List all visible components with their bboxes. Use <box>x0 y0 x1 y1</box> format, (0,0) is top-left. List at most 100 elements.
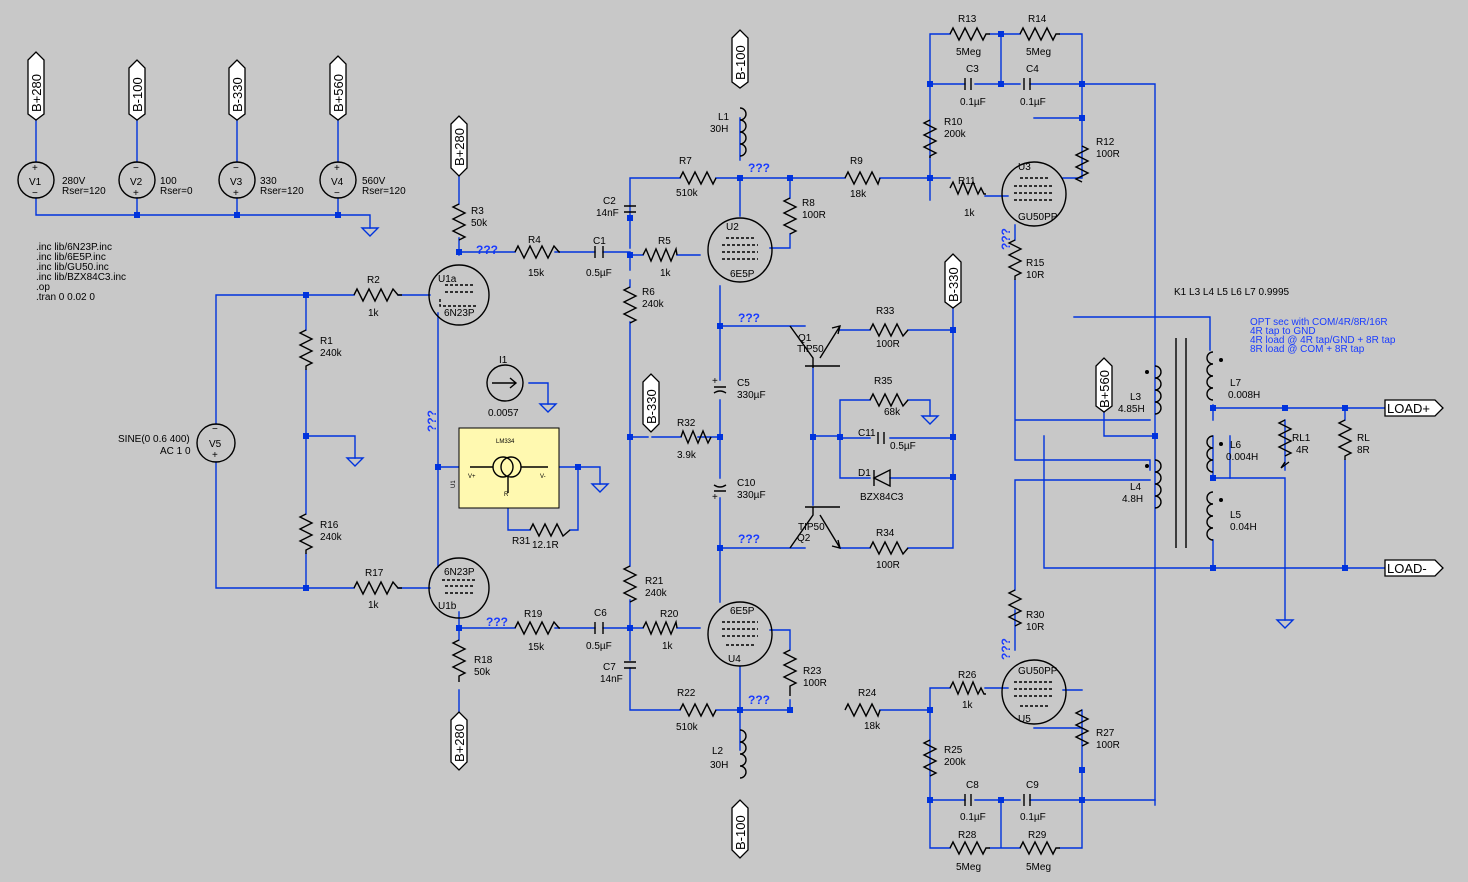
svg-text:5Meg: 5Meg <box>956 862 981 873</box>
svg-text:B-100: B-100 <box>130 77 145 112</box>
svg-text:L5: L5 <box>1230 510 1242 521</box>
svg-text:C8: C8 <box>966 780 979 791</box>
svg-text:200k: 200k <box>944 757 967 768</box>
svg-text:R16: R16 <box>320 520 339 531</box>
svg-text:50k: 50k <box>474 667 491 678</box>
svg-text:U1b: U1b <box>438 601 457 612</box>
svg-text:0.5µF: 0.5µF <box>586 641 612 652</box>
ground-symbols <box>345 227 1295 629</box>
svg-text:18k: 18k <box>864 721 881 732</box>
svg-text:240k: 240k <box>645 588 668 599</box>
svg-text:GU50PP: GU50PP <box>1018 212 1058 223</box>
svg-text:100R: 100R <box>802 210 826 221</box>
svg-text:240k: 240k <box>320 348 343 359</box>
svg-text:SINE(0 0.6 400): SINE(0 0.6 400) <box>118 434 190 445</box>
svg-text:−: − <box>133 163 139 174</box>
net-labels: B+280 B-100 B-330 B+560 B+280 B+280 B-10… <box>27 29 1444 859</box>
svg-text:.inc lib/6N23P.inc: .inc lib/6N23P.inc <box>36 242 112 253</box>
svg-text:C4: C4 <box>1026 64 1039 75</box>
svg-text:100R: 100R <box>1096 149 1120 160</box>
svg-text:R22: R22 <box>677 688 696 699</box>
svg-text:L3: L3 <box>1130 392 1142 403</box>
svg-text:R32: R32 <box>677 418 696 429</box>
svg-text:12.1R: 12.1R <box>532 540 559 551</box>
netlabel-b280-u1a: B+280 <box>450 115 468 177</box>
svg-text:5Meg: 5Meg <box>956 47 981 58</box>
svg-text:L1: L1 <box>718 112 730 123</box>
svg-text:.inc lib/BZX84C3.inc: .inc lib/BZX84C3.inc <box>36 272 126 283</box>
junctions <box>134 31 1348 803</box>
svg-text:B-330: B-330 <box>230 77 245 112</box>
svg-text:???: ??? <box>999 638 1013 660</box>
svg-text:10R: 10R <box>1026 270 1044 281</box>
svg-text:R9: R9 <box>850 156 863 167</box>
tube-u1b: 6N23P U1b <box>428 557 490 619</box>
svg-text:???: ??? <box>738 311 760 325</box>
svg-text:8R load @ COM + 8R tap: 8R load @ COM + 8R tap <box>1250 344 1365 355</box>
svg-text:15k: 15k <box>528 642 545 653</box>
svg-text:R30: R30 <box>1026 610 1045 621</box>
svg-text:???: ??? <box>425 410 439 432</box>
svg-text:14nF: 14nF <box>600 674 623 685</box>
netlabel-b280-top: B+280 <box>27 51 45 121</box>
svg-text:B-330: B-330 <box>644 389 659 424</box>
netlabel-b330-top: B-330 <box>228 59 246 121</box>
svg-text:U5: U5 <box>1018 714 1031 725</box>
svg-text:−: − <box>32 188 38 199</box>
svg-text:???: ??? <box>748 161 770 175</box>
netlabel-b100-top: B-100 <box>128 59 146 121</box>
svg-text:B+560: B+560 <box>331 74 346 112</box>
spice-directives: .inc lib/6N23P.inc .inc lib/6E5P.inc .in… <box>36 242 126 303</box>
svg-text:???: ??? <box>486 615 508 629</box>
svg-text:−: − <box>334 188 340 199</box>
svg-text:330: 330 <box>260 176 277 187</box>
svg-text:V1: V1 <box>29 177 42 188</box>
svg-text:RL: RL <box>1357 433 1370 444</box>
svg-text:6N23P: 6N23P <box>444 567 475 578</box>
svg-text:R35: R35 <box>874 376 893 387</box>
svg-text:V4: V4 <box>331 177 344 188</box>
svg-text:R6: R6 <box>642 287 655 298</box>
svg-text:330µF: 330µF <box>737 490 766 501</box>
svg-text:+: + <box>334 163 340 174</box>
svg-text:V+: V+ <box>468 474 476 480</box>
svg-text:U1: U1 <box>451 480 457 488</box>
svg-text:68k: 68k <box>884 407 901 418</box>
svg-text:B+280: B+280 <box>29 74 44 112</box>
svg-text:R21: R21 <box>645 576 664 587</box>
svg-text:0.1µF: 0.1µF <box>960 97 986 108</box>
svg-text:0.1µF: 0.1µF <box>960 812 986 823</box>
svg-text:B-100: B-100 <box>733 815 748 850</box>
svg-text:TIP50: TIP50 <box>798 522 825 533</box>
svg-text:C6: C6 <box>594 608 607 619</box>
svg-text:L7: L7 <box>1230 378 1242 389</box>
svg-text:R8: R8 <box>802 198 815 209</box>
svg-text:LOAD-: LOAD- <box>1387 561 1427 576</box>
svg-text:1k: 1k <box>368 600 380 611</box>
svg-text:C2: C2 <box>603 196 616 207</box>
netlabel-b560-top: B+560 <box>329 55 347 121</box>
svg-text:−: − <box>212 424 218 435</box>
svg-text:C9: C9 <box>1026 780 1039 791</box>
svg-text:+: + <box>233 188 239 199</box>
opt-notes: OPT sec with COM/4R/8R/16R 4R tap to GND… <box>1250 317 1396 355</box>
svg-text:1k: 1k <box>964 208 976 219</box>
svg-text:R1: R1 <box>320 336 333 347</box>
svg-text:100R: 100R <box>876 560 900 571</box>
svg-text:GU50PP: GU50PP <box>1018 666 1058 677</box>
svg-text:0.1µF: 0.1µF <box>1020 812 1046 823</box>
svg-text:B-100: B-100 <box>733 45 748 80</box>
svg-text:AC 1 0: AC 1 0 <box>160 446 191 457</box>
svg-text:+: + <box>712 376 718 387</box>
svg-text:L4: L4 <box>1130 482 1142 493</box>
svg-text:.tran 0 0.02 0: .tran 0 0.02 0 <box>36 292 95 303</box>
svg-text:6N23P: 6N23P <box>444 308 475 319</box>
